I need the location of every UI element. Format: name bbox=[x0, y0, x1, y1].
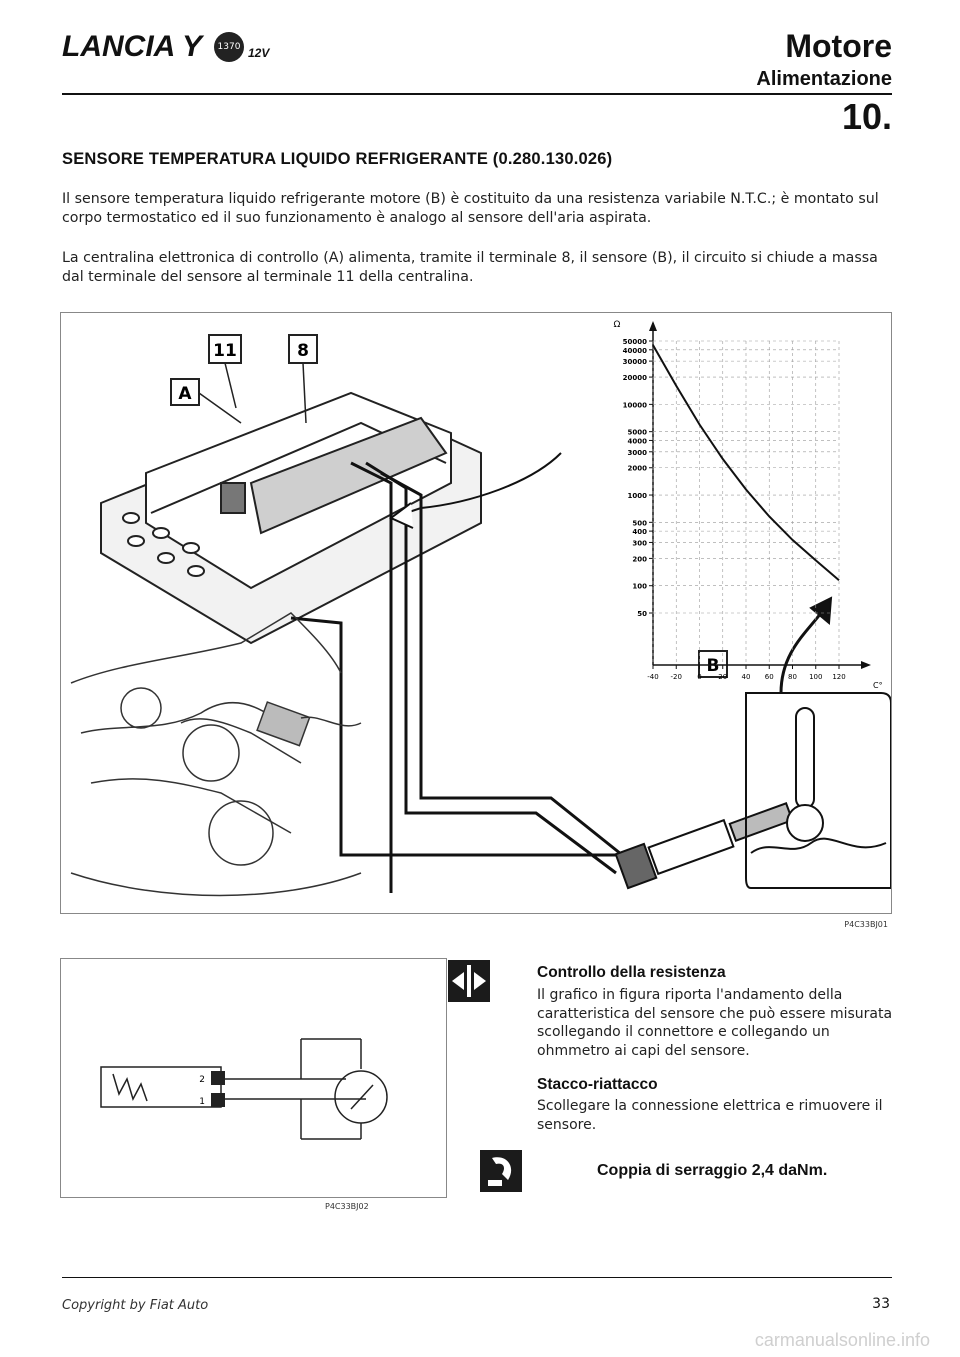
x-tick-label: 120 bbox=[832, 673, 845, 681]
y-tick-label: 50000 bbox=[623, 338, 647, 346]
terminal-labels: 11 8 A B bbox=[170, 334, 728, 678]
sensor-box bbox=[100, 1066, 222, 1108]
resistance-check-icon bbox=[448, 960, 490, 1002]
resistance-check-heading: Controllo della resistenza bbox=[537, 964, 726, 981]
coolant-sensor bbox=[614, 802, 794, 890]
y-tick-label: 4000 bbox=[628, 437, 648, 445]
figure1-code: P4C33BJ01 bbox=[844, 920, 888, 929]
engine-badge: 1370 bbox=[214, 32, 244, 62]
y-tick-label: 30000 bbox=[623, 358, 647, 366]
sensor-b-label: B bbox=[707, 656, 720, 676]
torque-spec: Coppia di serraggio 2,4 daNm. bbox=[597, 1162, 828, 1179]
sensor-illustration: 11 8 A B bbox=[70, 320, 892, 897]
subsection-title: Alimentazione bbox=[756, 68, 892, 90]
ohmmeter-diagram: 2 1 bbox=[100, 1038, 388, 1140]
ecu-a-label: A bbox=[178, 384, 192, 404]
torque-wrench-icon bbox=[480, 1150, 522, 1192]
sensor-figure: 11 8 A B bbox=[60, 312, 892, 914]
intro-paragraph: Il sensore temperatura liquido refrigera… bbox=[62, 191, 879, 226]
resistor-symbol bbox=[112, 1073, 148, 1102]
y-tick-label: 40000 bbox=[623, 347, 647, 355]
coolant-tank-illustration bbox=[745, 596, 892, 889]
x-tick-label: -20 bbox=[671, 673, 682, 681]
x-tick-label: 40 bbox=[742, 673, 751, 681]
y-tick-label: 10000 bbox=[623, 401, 647, 409]
copyright-text: Copyright by Fiat Auto bbox=[62, 1298, 209, 1313]
header-rule bbox=[62, 93, 892, 95]
engine-variant: 12V bbox=[248, 46, 270, 60]
y-tick-label: 20000 bbox=[623, 374, 647, 382]
page-number: 33 bbox=[872, 1296, 890, 1312]
y-tick-label: 5000 bbox=[628, 429, 648, 437]
y-tick-label: 3000 bbox=[628, 449, 648, 457]
engine-illustration bbox=[70, 612, 362, 897]
y-tick-label: 300 bbox=[632, 539, 647, 547]
y-tick-label: 2000 bbox=[628, 465, 648, 473]
watermark-text: carmanualsonline.info bbox=[754, 1330, 930, 1350]
page-heading: SENSORE TEMPERATURA LIQUIDO REFRIGERANTE… bbox=[62, 150, 613, 168]
chapter-number: 10. bbox=[841, 96, 892, 137]
x-tick-label: 20 bbox=[718, 673, 727, 681]
removal-heading: Stacco-riattacco bbox=[537, 1076, 658, 1093]
resistance-chart: Ω C° 50000400003000020000100005000400030… bbox=[614, 320, 883, 690]
section-title: Motore bbox=[785, 28, 892, 64]
terminal-11-label: 11 bbox=[213, 341, 237, 361]
resistance-curve bbox=[652, 344, 840, 581]
x-axis-arrow bbox=[861, 661, 871, 669]
x-tick-label: 0 bbox=[697, 673, 701, 681]
x-tick-label: -40 bbox=[647, 673, 658, 681]
ohmmeter-figure: 2 1 bbox=[60, 958, 447, 1198]
brand-title: LANCIA Y bbox=[62, 30, 203, 63]
x-tick-label: 80 bbox=[788, 673, 797, 681]
ecu-illustration bbox=[100, 391, 482, 645]
resistance-check-text: Il grafico in figura riporta l'andamento… bbox=[537, 987, 893, 1059]
terminal-8-label: 8 bbox=[297, 341, 309, 361]
x-tick-label: 100 bbox=[809, 673, 822, 681]
x-tick-label: 60 bbox=[765, 673, 774, 681]
y-tick-label: 400 bbox=[632, 528, 647, 536]
y-tick-label: 200 bbox=[632, 555, 647, 563]
footer-rule bbox=[62, 1277, 892, 1278]
circuit-paragraph: La centralina elettronica di controllo (… bbox=[62, 250, 878, 285]
x-axis-label: C° bbox=[873, 681, 883, 690]
wiring-harness bbox=[290, 461, 627, 893]
figure2-code: P4C33BJ02 bbox=[325, 1202, 369, 1211]
y-tick-label: 500 bbox=[632, 519, 647, 527]
pin-2-label: 2 bbox=[199, 1075, 205, 1085]
removal-text: Scollegare la connessione elettrica e ri… bbox=[537, 1098, 883, 1133]
y-tick-label: 100 bbox=[632, 583, 647, 591]
y-axis-arrow bbox=[649, 321, 657, 331]
y-tick-label: 1000 bbox=[628, 492, 648, 500]
pin-1-label: 1 bbox=[199, 1097, 205, 1107]
y-axis-label: Ω bbox=[614, 320, 621, 330]
y-tick-label: 50 bbox=[637, 610, 647, 618]
